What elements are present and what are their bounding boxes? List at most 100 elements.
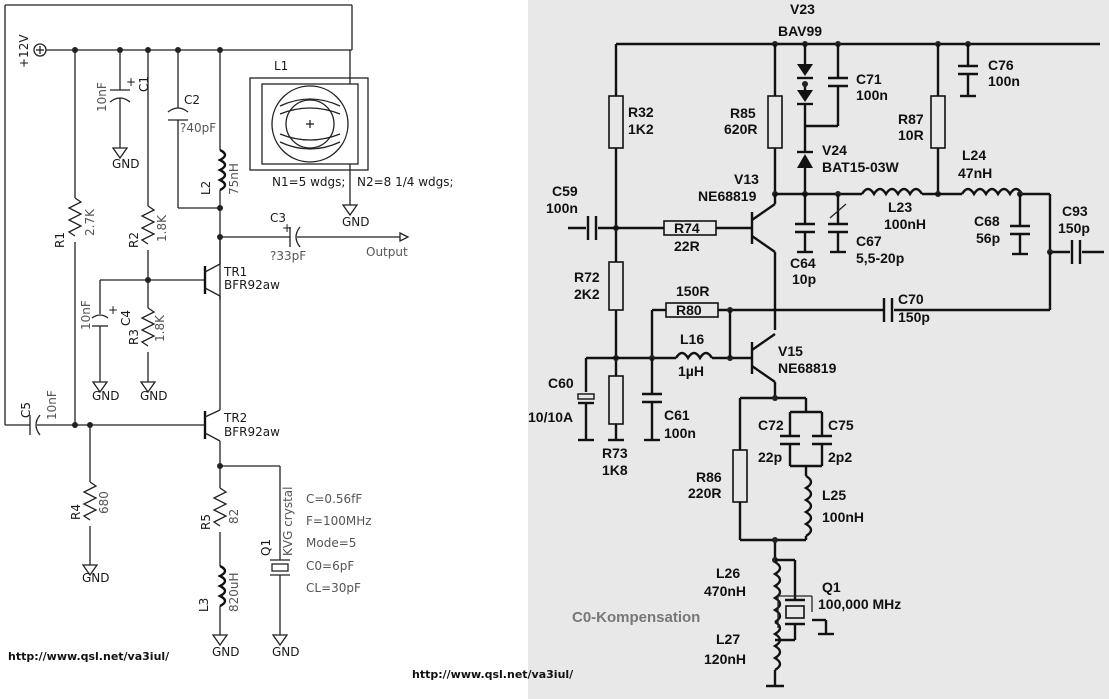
svg-text:CL=30pF: CL=30pF: [306, 581, 361, 595]
svg-text:C71: C71: [856, 71, 882, 87]
svg-text:10R: 10R: [898, 127, 924, 143]
svg-text:L3: L3: [197, 598, 211, 612]
capacitor-c93: C93 150p: [1047, 203, 1104, 264]
svg-text:R4: R4: [69, 504, 83, 520]
svg-text:75nH: 75nH: [227, 163, 241, 195]
svg-text:1.8K: 1.8K: [155, 214, 169, 242]
svg-text:100n: 100n: [988, 73, 1020, 89]
svg-text:?33pF: ?33pF: [270, 249, 306, 263]
svg-text:V23: V23: [790, 1, 815, 17]
inductor-l26: L26 470nH: [704, 558, 797, 624]
svg-text:C2: C2: [184, 93, 200, 107]
capacitor-c5: C5 10nF: [5, 390, 205, 436]
right-schematic: V23 BAV99 C71 100n: [528, 1, 1104, 688]
transistor-tr1: TR1 BFR92aw: [100, 237, 280, 410]
transistor-v13: V13 NE68819: [698, 171, 777, 330]
svg-text:R80: R80: [676, 302, 702, 318]
svg-text:C67: C67: [856, 233, 882, 249]
svg-text:1K2: 1K2: [628, 121, 654, 137]
svg-text:150p: 150p: [1058, 220, 1090, 236]
inductor-l24: L24 47nH: [958, 147, 1052, 252]
svg-text:C64: C64: [790, 255, 816, 271]
capacitor-c67: C67 5,5-20p: [828, 194, 904, 266]
svg-text:Q1: Q1: [822, 579, 841, 595]
svg-text:47nH: 47nH: [958, 165, 992, 181]
capacitor-c3: C3 + ?33pF Output: [217, 211, 410, 263]
svg-text:+: +: [108, 303, 118, 317]
svg-text:C3: C3: [270, 211, 286, 225]
svg-text:R74: R74: [674, 220, 700, 236]
svg-text:C0=6pF: C0=6pF: [306, 559, 354, 573]
svg-text:C60: C60: [548, 375, 574, 391]
svg-text:+: +: [126, 75, 136, 89]
svg-text:22R: 22R: [674, 238, 700, 254]
svg-text:C59: C59: [552, 183, 578, 199]
svg-text:10nF: 10nF: [45, 390, 59, 420]
inductor-l3: GND L3 820uH: [197, 564, 241, 659]
svg-text:GND: GND: [272, 645, 300, 659]
svg-text:V13: V13: [734, 171, 759, 187]
svg-text:?40pF: ?40pF: [180, 121, 216, 135]
transformer-l1: L1 GND N1=5 wdgs; N2=8 1/4 wdgs;: [249, 50, 454, 229]
resistor-r4: GND R4 680: [69, 425, 111, 585]
svg-text:100nH: 100nH: [884, 216, 926, 232]
capacitor-c60: C60 10/10A: [528, 356, 616, 442]
inductor-l25: L25 100nH: [772, 474, 864, 563]
inductor-l27: L27 120nH: [704, 620, 797, 688]
svg-text:GND: GND: [140, 389, 168, 403]
svg-text:L26: L26: [716, 565, 740, 581]
resistor-r5: R5 82: [199, 487, 241, 566]
svg-text:100n: 100n: [856, 87, 888, 103]
svg-text:R73: R73: [602, 445, 628, 461]
capacitor-c59: C59 100n: [546, 183, 664, 240]
svg-text:100n: 100n: [546, 200, 578, 216]
svg-text:C76: C76: [988, 57, 1014, 73]
svg-text:GND: GND: [112, 157, 140, 171]
svg-text:L24: L24: [962, 147, 986, 163]
svg-text:C5: C5: [19, 402, 33, 418]
svg-text:C75: C75: [828, 417, 854, 433]
svg-text:1.8K: 1.8K: [153, 314, 167, 342]
svg-text:C1: C1: [137, 76, 151, 92]
svg-text:R5: R5: [199, 514, 213, 530]
svg-text:N2=8 1/4 wdgs;: N2=8 1/4 wdgs;: [357, 175, 454, 189]
capacitor-c71: C71 100n: [828, 44, 888, 126]
svg-text:L16: L16: [680, 331, 704, 347]
svg-text:R1: R1: [53, 232, 67, 248]
svg-text:100n: 100n: [664, 425, 696, 441]
transistor-tr2: TR2 BFR92aw: [203, 409, 280, 488]
capacitor-c76: C76 100n: [958, 44, 1020, 98]
svg-text:680: 680: [97, 491, 111, 514]
svg-text:100,000 MHz: 100,000 MHz: [818, 596, 901, 612]
svg-text:C=0.56fF: C=0.56fF: [306, 492, 362, 506]
svg-text:BAV99: BAV99: [778, 23, 822, 39]
svg-text:R86: R86: [696, 469, 722, 485]
svg-text:L1: L1: [274, 59, 288, 73]
svg-text:R2: R2: [127, 232, 141, 248]
resistor-r2: R2 1.8K: [127, 50, 169, 308]
capacitor-c68: C68 56p: [974, 194, 1030, 256]
svg-text:R3: R3: [127, 329, 141, 345]
svg-text:10nF: 10nF: [95, 82, 109, 112]
svg-text:1µH: 1µH: [678, 363, 704, 379]
capacitor-c70: C70 150p: [882, 252, 1052, 325]
svg-text:GND: GND: [82, 571, 110, 585]
svg-text:10p: 10p: [792, 271, 816, 287]
capacitor-c61: C61 100n: [642, 358, 696, 442]
svg-text:TR1: TR1: [223, 265, 247, 279]
svg-text:R32: R32: [628, 104, 654, 120]
svg-text:82: 82: [227, 509, 241, 524]
resistor-r85: R85 620R: [724, 44, 783, 197]
svg-text:+: +: [282, 221, 292, 235]
resistor-r73: R73 1K8: [602, 375, 628, 478]
svg-text:R72: R72: [574, 269, 600, 285]
svg-text:L23: L23: [888, 199, 912, 215]
resistor-r87: R87 10R: [898, 44, 946, 197]
svg-text:10nF: 10nF: [79, 300, 93, 330]
svg-text:NE68819: NE68819: [778, 360, 837, 376]
c0-compensation-label: C0-Kompensation: [572, 609, 700, 626]
svg-text:BAT15-03W: BAT15-03W: [822, 159, 900, 175]
crystal-q1-right: Q1 100,000 MHz: [777, 579, 901, 636]
svg-text:150R: 150R: [676, 283, 709, 299]
